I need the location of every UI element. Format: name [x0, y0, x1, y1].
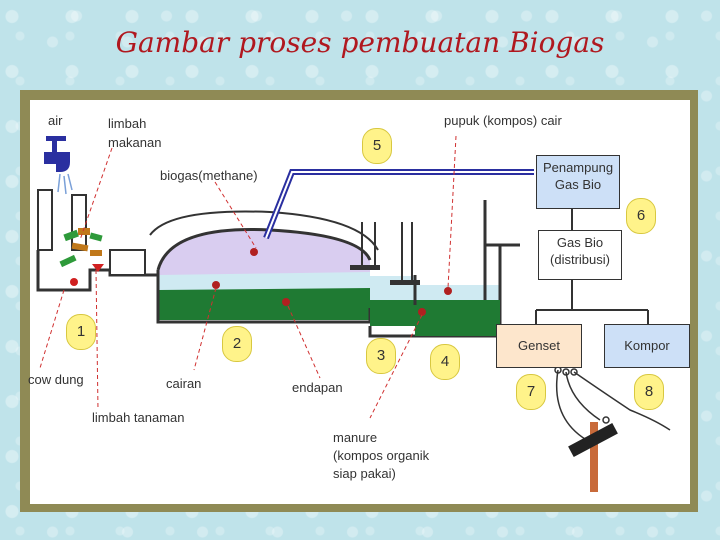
label-limbah-makanan: limbah makanan	[108, 116, 161, 151]
badge-2: 2	[222, 326, 252, 362]
label-biogas: biogas(methane)	[160, 168, 258, 183]
badge-6: 6	[626, 198, 656, 234]
kompor-box: Kompor	[604, 324, 690, 368]
label-pupuk: pupuk (kompos) cair	[444, 113, 562, 128]
badge-1: 1	[66, 314, 96, 350]
digester-tank	[149, 210, 379, 324]
badge-7: 7	[516, 374, 546, 410]
label-limbah-tanaman: limbah tanaman	[92, 410, 185, 425]
biogas-diagram	[36, 135, 671, 492]
label-line: (kompos organik	[333, 448, 430, 463]
page-title: Gambar proses pembuatan Biogas	[115, 26, 605, 59]
gas-pipe	[263, 169, 649, 324]
box-line: Gas Bio	[554, 177, 602, 192]
box-line: (distribusi)	[550, 252, 610, 267]
label-air: air	[48, 113, 63, 128]
box-line: Gas Bio	[556, 235, 604, 250]
label-manure: manure (kompos organik siap pakai)	[333, 430, 429, 482]
badge-4: 4	[430, 344, 460, 380]
genset-box: Genset	[496, 324, 582, 368]
flow-dots	[212, 248, 452, 316]
penampung-gas-box: Penampung Gas Bio	[536, 155, 620, 209]
distribusi-gas-box: Gas Bio (distribusi)	[538, 230, 622, 280]
label-cow-dung: cow dung	[28, 372, 84, 387]
label-endapan: endapan	[292, 380, 343, 395]
waste-pieces	[59, 228, 104, 286]
faucet-icon	[44, 136, 73, 195]
label-line: manure	[333, 430, 378, 445]
lamp-icon	[568, 422, 618, 492]
label-line: limbah	[108, 116, 147, 131]
box-line: Penampung	[542, 160, 614, 175]
label-cairan: cairan	[166, 376, 202, 391]
label-line: siap pakai)	[333, 466, 396, 481]
badge-3: 3	[366, 338, 396, 374]
label-line: makanan	[108, 135, 162, 150]
badge-5: 5	[362, 128, 392, 164]
badge-8: 8	[634, 374, 664, 410]
label-leaders	[39, 135, 457, 419]
outlet-chamber	[350, 200, 520, 338]
